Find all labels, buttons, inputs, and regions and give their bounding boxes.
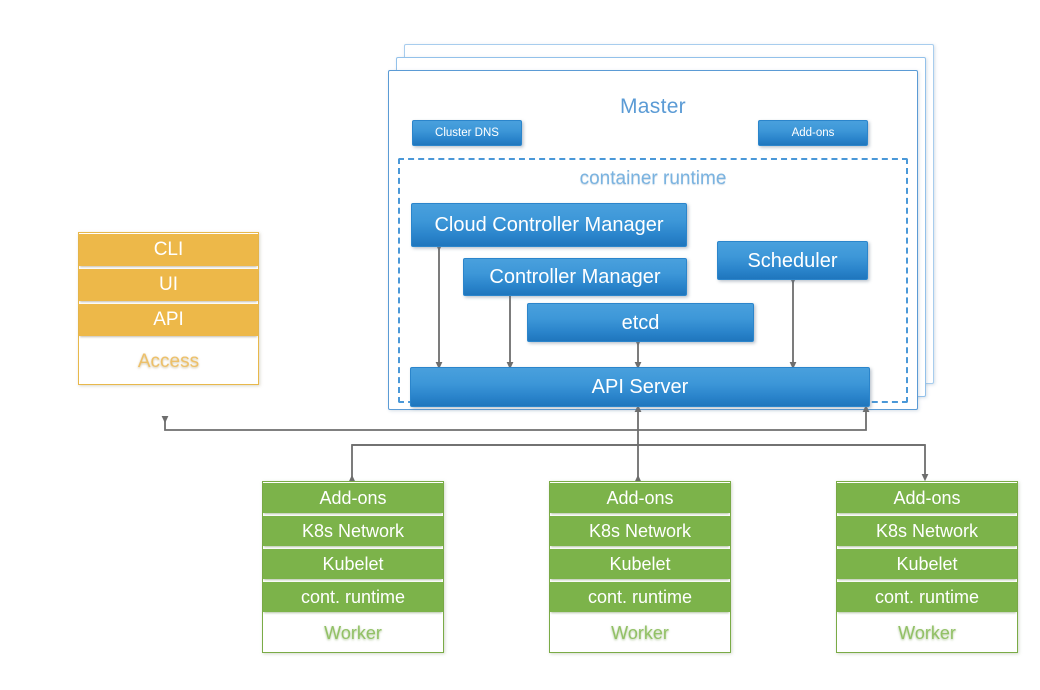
etcd-label: etcd (621, 311, 660, 334)
controller-manager-label: Controller Manager (489, 266, 661, 288)
worker-1-layer-network[interactable]: K8s Network (263, 516, 443, 546)
master-addons-label: Add-ons (791, 126, 835, 139)
access-item-ui[interactable]: UI (79, 269, 258, 301)
scheduler-box[interactable]: Scheduler (717, 241, 868, 280)
worker-node-3: Add-ons K8s Network Kubelet cont. runtim… (836, 481, 1018, 653)
access-item-api[interactable]: API (79, 304, 258, 336)
worker-node-2: Add-ons K8s Network Kubelet cont. runtim… (549, 481, 731, 653)
worker-2-layer-addons[interactable]: Add-ons (550, 483, 730, 513)
access-item-api-label: API (153, 309, 184, 330)
worker-3-layer-addons[interactable]: Add-ons (837, 483, 1017, 513)
worker-3-layer-kubelet-label: Kubelet (896, 553, 958, 574)
api-server-box[interactable]: API Server (410, 367, 870, 407)
worker-2-panel-label: Worker (550, 615, 730, 652)
controller-manager-box[interactable]: Controller Manager (463, 258, 687, 296)
master-addons-box[interactable]: Add-ons (758, 120, 868, 146)
worker-3-layer-kubelet[interactable]: Kubelet (837, 549, 1017, 579)
worker-1-layer-runtime-label: cont. runtime (300, 586, 406, 607)
master-title: Master (620, 95, 686, 118)
worker-1-layer-addons[interactable]: Add-ons (263, 483, 443, 513)
container-runtime-title: container runtime (579, 168, 727, 189)
access-item-ui-label: UI (159, 274, 178, 295)
worker-1-layer-addons-label: Add-ons (319, 487, 387, 508)
cloud-controller-manager-box[interactable]: Cloud Controller Manager (411, 203, 687, 247)
etcd-box[interactable]: etcd (527, 303, 754, 342)
worker-3-panel-label: Worker (837, 615, 1017, 652)
access-item-cli[interactable]: CLI (79, 234, 258, 266)
cluster-dns-label: Cluster DNS (435, 126, 499, 139)
worker-2-layer-runtime-label: cont. runtime (587, 586, 693, 607)
worker-2-panel-label-text: Worker (611, 623, 669, 643)
access-panel: CLI UI API Access (78, 232, 259, 385)
worker-node-1: Add-ons K8s Network Kubelet cont. runtim… (262, 481, 444, 653)
worker-3-panel-label-text: Worker (898, 623, 956, 643)
worker-2-layer-kubelet[interactable]: Kubelet (550, 549, 730, 579)
api-server-label: API Server (591, 376, 689, 398)
worker-2-layer-network-label: K8s Network (588, 520, 692, 541)
worker-2-layer-addons-label: Add-ons (606, 487, 674, 508)
worker-3-layer-addons-label: Add-ons (893, 487, 961, 508)
worker-3-layer-network-label: K8s Network (875, 520, 979, 541)
worker-2-layer-kubelet-label: Kubelet (609, 553, 671, 574)
worker-1-panel-label-text: Worker (324, 623, 382, 643)
worker-1-panel-label: Worker (263, 615, 443, 652)
worker-1-layer-runtime[interactable]: cont. runtime (263, 582, 443, 612)
worker-1-layer-kubelet-label: Kubelet (322, 553, 384, 574)
worker-3-layer-runtime-label: cont. runtime (874, 586, 980, 607)
cloud-controller-manager-label: Cloud Controller Manager (434, 214, 664, 236)
access-panel-label-text: Access (137, 350, 200, 372)
worker-3-layer-network[interactable]: K8s Network (837, 516, 1017, 546)
access-item-cli-label: CLI (153, 239, 184, 260)
scheduler-label: Scheduler (747, 249, 838, 272)
worker-1-layer-kubelet[interactable]: Kubelet (263, 549, 443, 579)
worker-1-layer-network-label: K8s Network (301, 520, 405, 541)
worker-2-layer-network[interactable]: K8s Network (550, 516, 730, 546)
access-panel-label: Access (79, 339, 258, 384)
cluster-dns-box[interactable]: Cluster DNS (412, 120, 522, 146)
worker-2-layer-runtime[interactable]: cont. runtime (550, 582, 730, 612)
worker-3-layer-runtime[interactable]: cont. runtime (837, 582, 1017, 612)
